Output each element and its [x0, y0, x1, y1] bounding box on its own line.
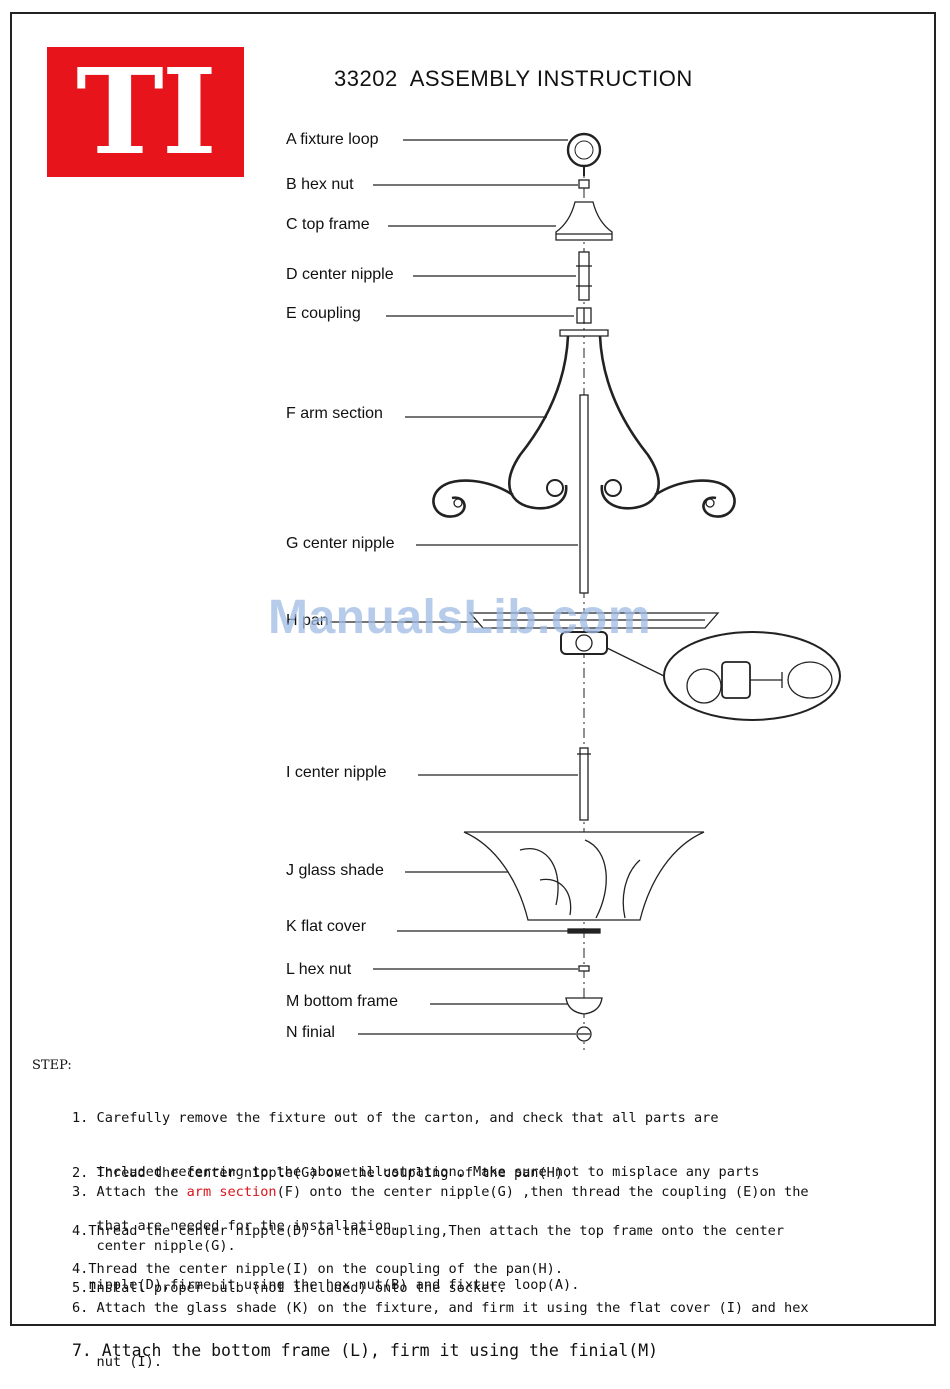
- step-3: 3. Attach the arm section(F) onto the ce…: [72, 1147, 809, 1273]
- part-label-e: E coupling: [286, 305, 361, 322]
- step-line: 2. Thread the center nipple(G) on the co…: [72, 1165, 572, 1181]
- step-line: included referring to the above illustra…: [72, 1164, 760, 1180]
- step-1: 1. Carefully remove the fixture out of t…: [72, 1073, 759, 1253]
- part-label-i: I center nipple: [286, 764, 387, 781]
- step-line: center nipple(G).: [72, 1238, 236, 1254]
- assembly-diagram: [330, 132, 841, 1050]
- part-label-g: G center nipple: [286, 535, 395, 552]
- step-line: 7. Attach the bottom frame (L), firm it …: [72, 1341, 659, 1360]
- step-line: 3. Attach the arm section(F) onto the ce…: [72, 1183, 809, 1201]
- step-7: 7. Attach the bottom frame (L), firm it …: [72, 1301, 658, 1381]
- part-label-k: K flat cover: [286, 918, 367, 935]
- step-4: 4.Thread the center nipple(D) on the cou…: [72, 1186, 784, 1312]
- part-label-f: F arm section: [286, 405, 383, 422]
- watermark: ManualsLib.com: [268, 591, 652, 644]
- step-line: 5.Install proper bulb (not included) ont…: [72, 1280, 506, 1296]
- arm-section-highlight: arm section: [186, 1184, 277, 1200]
- part-label-h: H pan: [286, 612, 329, 629]
- part-label-d: D center nipple: [286, 266, 394, 283]
- step-text: (F) onto the center nipple(G) ,then thre…: [276, 1184, 809, 1200]
- part-label-l: L hex nut: [286, 961, 352, 978]
- step-5: 5.Install proper bulb (not included) ont…: [72, 1243, 506, 1315]
- step-line: that are needed for the installation.: [72, 1218, 400, 1234]
- part-label-b: B hex nut: [286, 176, 354, 193]
- step-line: 4.Thread the center nipple(I) on the cou…: [72, 1261, 564, 1277]
- page-title: 33202 ASSEMBLY INSTRUCTION: [334, 66, 693, 91]
- document-border: [10, 12, 936, 1326]
- step-line: 6. Attach the glass shade (K) on the fix…: [72, 1300, 809, 1316]
- steps-heading: STEP:: [32, 1058, 72, 1073]
- part-label-c: C top frame: [286, 216, 370, 233]
- part-label-m: M bottom frame: [286, 993, 399, 1010]
- step-2: 2. Thread the center nipple(G) on the co…: [72, 1128, 571, 1200]
- part-label-a: A fixture loop: [286, 131, 379, 148]
- brand-logo: TI: [47, 47, 244, 177]
- part-label-j: J glass shade: [286, 862, 384, 879]
- part-label-n: N finial: [286, 1024, 335, 1041]
- step-line: 4.Thread the center nipple(D) on the cou…: [72, 1223, 785, 1239]
- step-text: 3. Attach the: [72, 1184, 187, 1200]
- step-line: 1. Carefully remove the fixture out of t…: [72, 1110, 719, 1126]
- step-line: nipple(D),firme it using the hex nut(B) …: [72, 1277, 580, 1293]
- logo-text: TI: [75, 42, 217, 181]
- step-4b: 4.Thread the center nipple(I) on the cou…: [72, 1224, 563, 1296]
